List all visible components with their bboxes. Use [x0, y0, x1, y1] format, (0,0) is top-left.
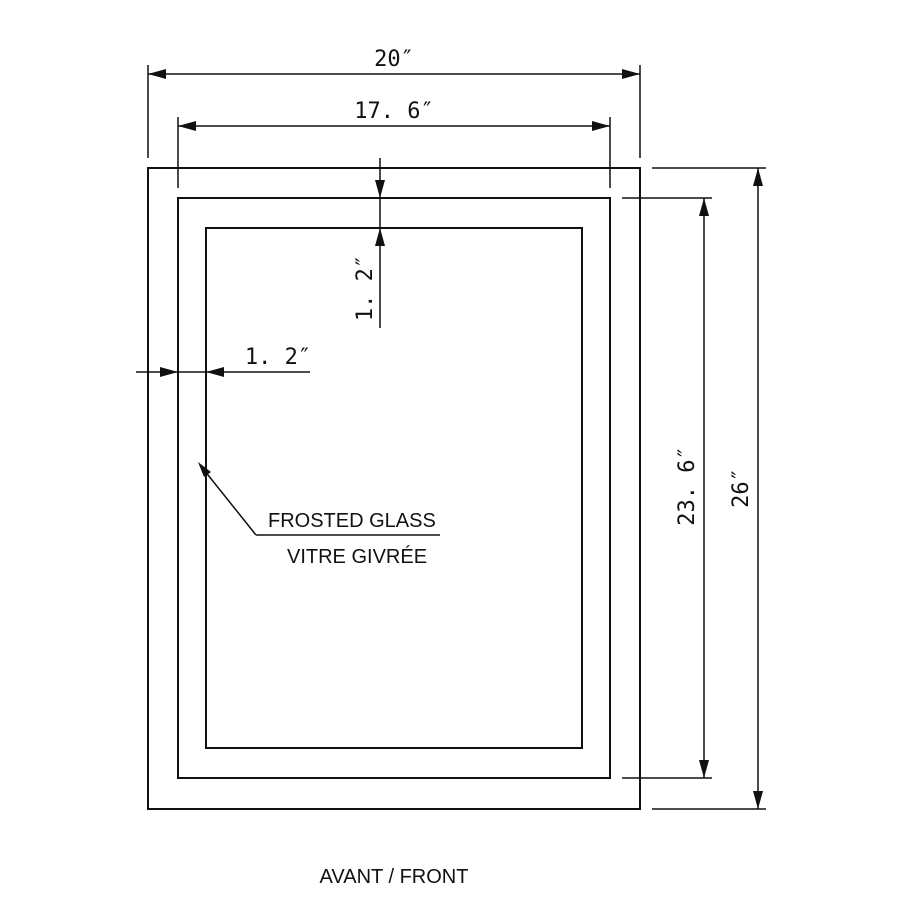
side-border-dimension: 1. 2″	[136, 345, 311, 377]
overall-height-dimension: 26″	[652, 167, 766, 810]
callout-line-2: VITRE GIVRÉE	[287, 545, 427, 568]
frosted-glass-callout: FROSTED GLASS VITRE GIVRÉE	[198, 462, 440, 568]
inner-width-dimension: 17. 6″	[177, 99, 611, 188]
inner-width-label: 17. 6″	[354, 99, 433, 124]
top-border-label: 1. 2″	[353, 255, 378, 321]
overall-width-label: 20″	[374, 47, 414, 72]
view-label: AVANT / FRONT	[320, 866, 469, 888]
outer-frame	[147, 167, 641, 810]
side-border-label: 1. 2″	[245, 345, 311, 370]
middle-frame	[177, 197, 611, 779]
overall-height-label: 26″	[729, 468, 754, 508]
overall-width-dimension: 20″	[147, 47, 641, 158]
inner-height-dimension: 23. 6″	[622, 197, 712, 779]
frosted-glass-panel	[205, 227, 583, 749]
top-border-dimension: 1. 2″	[353, 158, 400, 328]
callout-line-1: FROSTED GLASS	[268, 510, 436, 532]
inner-height-label: 23. 6″	[675, 446, 700, 525]
